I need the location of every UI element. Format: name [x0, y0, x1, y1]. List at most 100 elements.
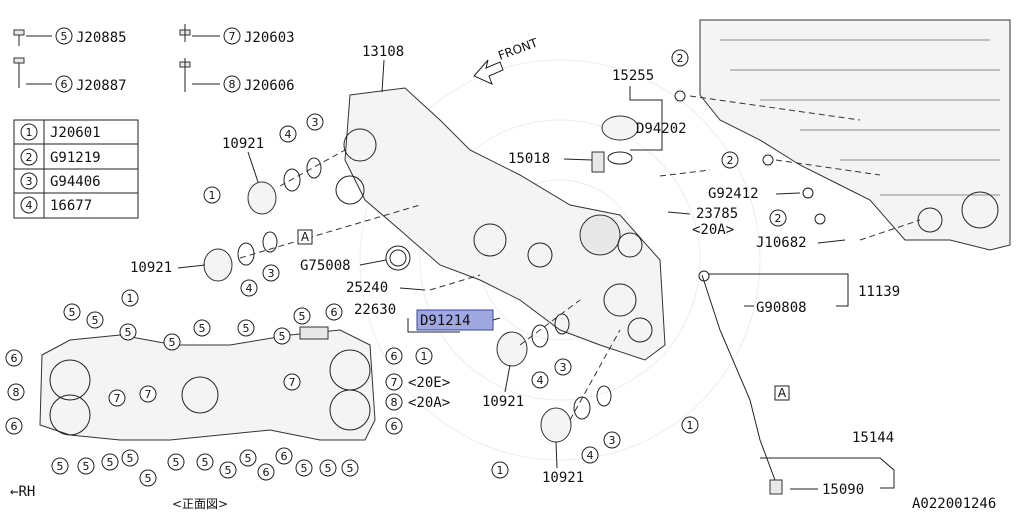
part-label: 10921 [130, 260, 172, 276]
callout-number: 1 [687, 419, 694, 432]
callout-number: 7 [145, 388, 152, 401]
part-label: G90808 [756, 300, 807, 316]
callout-number: 2 [775, 212, 782, 225]
callout-circle [769, 209, 787, 227]
callout-number: 7 [289, 376, 296, 389]
callout-circle [279, 125, 297, 143]
callout-number: 6 [391, 350, 398, 363]
callout-circle [385, 347, 403, 365]
timing-cover [335, 87, 666, 361]
assembly-lines [239, 95, 921, 421]
callout-number: 5 [301, 462, 308, 475]
callout-circle [163, 333, 181, 351]
legend-table-code: 16677 [50, 198, 92, 214]
legend-table-num: 4 [26, 199, 33, 212]
callout-circle [293, 307, 311, 325]
oil-dipstick [698, 270, 783, 495]
callout-number: 3 [609, 434, 616, 447]
cylinder-head [699, 19, 1011, 251]
callout-number: 6 [391, 420, 398, 433]
callout-circle [119, 323, 137, 341]
callout-circle [203, 186, 221, 204]
oil-seal [385, 245, 411, 271]
callout-number: 5 [127, 452, 134, 465]
callout-number: 3 [560, 361, 567, 374]
callout-circle [121, 449, 139, 467]
bolt-icon [13, 57, 25, 88]
part-label: 15144 [852, 430, 894, 446]
callout-number: 1 [421, 350, 428, 363]
callout-number: 4 [285, 128, 292, 141]
part-label: 10921 [482, 394, 524, 410]
callout-number: 5 [145, 472, 152, 485]
callout-circle [193, 319, 211, 337]
callout-number: 5 [199, 322, 206, 335]
part-label: <20A> [692, 222, 734, 238]
callout-circle [491, 461, 509, 479]
oil-control-solenoid [203, 181, 572, 443]
callout-number: 7 [114, 392, 121, 405]
callout-number: 5 [299, 310, 306, 323]
callout-circle [385, 393, 403, 411]
legend-table-code: G91219 [50, 150, 101, 166]
callout-circle [101, 453, 119, 471]
legend-bolt-code: J20606 [244, 78, 295, 94]
callout-number: 2 [677, 52, 684, 65]
bolt-icon [13, 29, 25, 46]
callout-circle [385, 373, 403, 391]
ref-box-a: A A [297, 229, 790, 401]
part-label: <20A> [408, 395, 450, 411]
callout-number: 3 [312, 116, 319, 129]
callout-number: 5 [69, 306, 76, 319]
legend-bolt-code: J20887 [76, 78, 127, 94]
part-label: J10682 [756, 235, 807, 251]
callout-circle [275, 447, 293, 465]
callout-number: 2 [727, 154, 734, 167]
svg-text:A: A [778, 386, 787, 400]
callout-number: 5 [243, 322, 250, 335]
diagram-code: A022001246 [912, 496, 996, 512]
callout-circle [240, 279, 258, 297]
callout-circle [51, 457, 69, 475]
bolt-icon [179, 24, 191, 42]
front-label: FRONT [496, 35, 540, 62]
callout-number: 5 [169, 336, 176, 349]
callout-circle [295, 459, 313, 477]
callout-circle [681, 416, 699, 434]
callout-circle [5, 417, 23, 435]
callout-circle [86, 311, 104, 329]
callout-number: 5 [279, 330, 286, 343]
callout-circle [531, 371, 549, 389]
callout-number: 6 [11, 352, 18, 365]
part-label: <20E> [408, 375, 450, 391]
callout-circle [196, 453, 214, 471]
part-label: 25240 [346, 280, 388, 296]
callout-circle [385, 417, 403, 435]
oil-filler-cap [601, 115, 639, 165]
callout-number: 5 [245, 452, 252, 465]
callout-number: 6 [263, 466, 270, 479]
part-label: 10921 [542, 470, 584, 486]
callout-number: 6 [331, 306, 338, 319]
part-label: D91214 [420, 313, 471, 329]
legend-bolts: 5 J20885 7 J20603 6 J20887 8 J20606 [13, 24, 295, 94]
callout-circle [581, 446, 599, 464]
part-label: 10921 [222, 136, 264, 152]
callout-number: 5 [125, 326, 132, 339]
legend-table-num: 1 [26, 126, 33, 139]
callout-number: 4 [587, 449, 594, 462]
callout-number: 6 [281, 450, 288, 463]
callout-number: 7 [391, 376, 398, 389]
part-label: 13108 [362, 44, 404, 60]
legend-bolt-code: J20885 [76, 30, 127, 46]
part-label: 15090 [822, 482, 864, 498]
part-label: 22630 [354, 302, 396, 318]
callout-circle [139, 385, 157, 403]
legend-bolt-num: 7 [229, 30, 236, 43]
callout-circle [5, 349, 23, 367]
legend-bolt-code: J20603 [244, 30, 295, 46]
svg-text:A: A [301, 230, 310, 244]
